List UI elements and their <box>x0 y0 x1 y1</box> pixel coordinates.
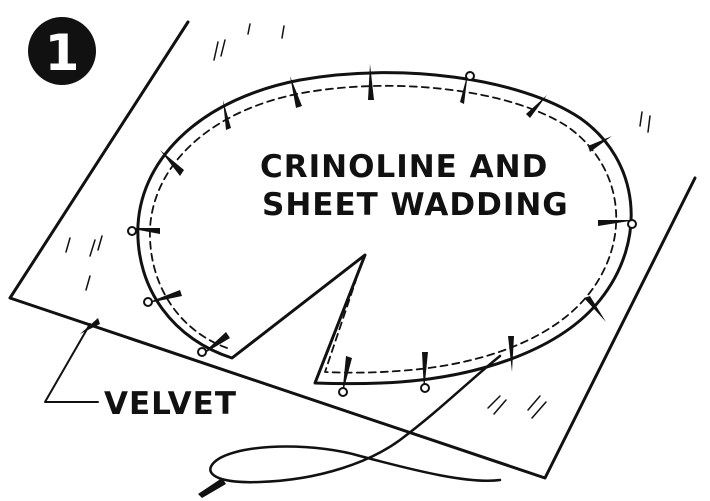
pin <box>144 290 182 304</box>
pin <box>160 150 184 176</box>
pins <box>127 64 637 397</box>
pin <box>422 352 428 392</box>
thread-and-needle <box>198 354 502 498</box>
pin <box>588 136 612 152</box>
pin <box>200 332 230 356</box>
step-number: 1 <box>45 24 80 82</box>
pin <box>584 296 606 322</box>
material-label-line1: CRINOLINE AND <box>260 149 548 185</box>
pin <box>342 356 352 396</box>
crinoline-wadding-piece <box>136 71 633 386</box>
velvet-pointer <box>44 318 100 403</box>
pin <box>80 318 100 334</box>
step-badge: 1 <box>28 17 96 85</box>
needle-icon <box>198 478 226 498</box>
pin <box>460 72 468 104</box>
velvet-label: VELVET <box>104 386 237 422</box>
pin <box>290 76 302 108</box>
velvet-sheet <box>8 20 697 480</box>
material-label-line2: SHEET WADDING <box>262 187 569 223</box>
velvet-texture-marks <box>65 23 651 419</box>
pin <box>526 95 547 118</box>
pin <box>508 336 514 372</box>
pin <box>223 100 231 130</box>
pin <box>368 64 374 100</box>
step-badge-circle <box>28 17 96 85</box>
pin <box>598 220 636 226</box>
